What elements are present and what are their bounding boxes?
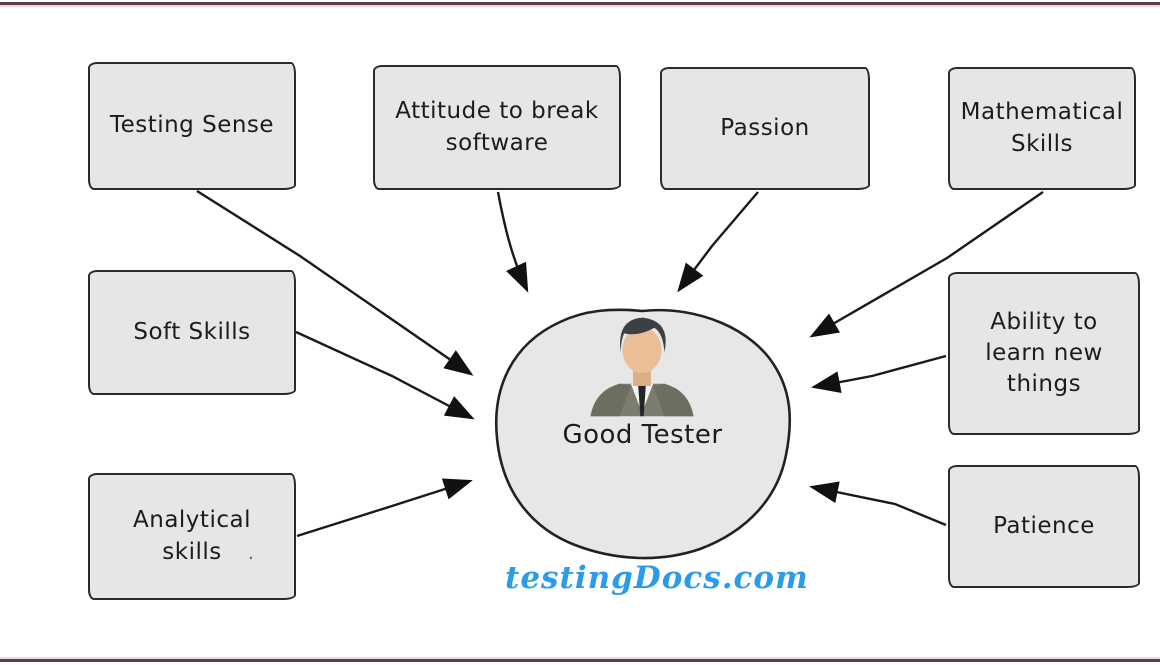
arrow-attitude xyxy=(496,191,529,293)
watermark-testingdocs: testingDocs.com xyxy=(505,560,809,596)
skill-box-testing-sense: Testing Sense xyxy=(88,62,296,190)
skill-label: Mathematical Skills xyxy=(960,99,1124,157)
skill-label: Ability to learn new things xyxy=(985,308,1103,398)
skill-box-soft-skills: Soft Skills xyxy=(88,270,296,395)
skill-box-attitude-to-break-software: Attitude to break software xyxy=(373,65,621,190)
skill-box-analytical-skills: Analytical skills xyxy=(88,473,296,600)
person-icon xyxy=(590,317,694,417)
arrow-soft-skills xyxy=(295,330,475,420)
skill-box-mathematical-skills: Mathematical Skills xyxy=(948,67,1136,190)
top-border-fringe xyxy=(0,5,1160,7)
skill-box-passion: Passion xyxy=(660,67,870,190)
skill-label: Analytical skills xyxy=(133,507,251,565)
skill-label: Testing Sense xyxy=(109,112,275,139)
skill-label: Soft Skills xyxy=(133,318,251,345)
arrow-patience xyxy=(809,481,947,527)
arrow-testing-sense xyxy=(196,189,474,376)
arrow-analytical-skills xyxy=(296,478,473,538)
bottom-border-line xyxy=(0,659,1160,662)
good-tester-circle xyxy=(494,308,792,560)
bottom-border-fringe xyxy=(0,657,1160,659)
stray-mark: . xyxy=(248,543,254,564)
top-border-line xyxy=(0,2,1160,5)
skill-label: Attitude to break software xyxy=(395,98,599,156)
skill-label: Passion xyxy=(720,114,810,141)
good-tester-label: Good Tester xyxy=(562,420,723,450)
skill-box-ability-to-learn-new-things: Ability to learn new things xyxy=(948,272,1140,435)
skill-label: Patience xyxy=(993,512,1095,539)
skill-box-patience: Patience xyxy=(948,465,1140,588)
arrow-mathematical xyxy=(809,191,1044,338)
arrow-passion xyxy=(677,191,759,293)
arrow-ability xyxy=(811,354,947,393)
